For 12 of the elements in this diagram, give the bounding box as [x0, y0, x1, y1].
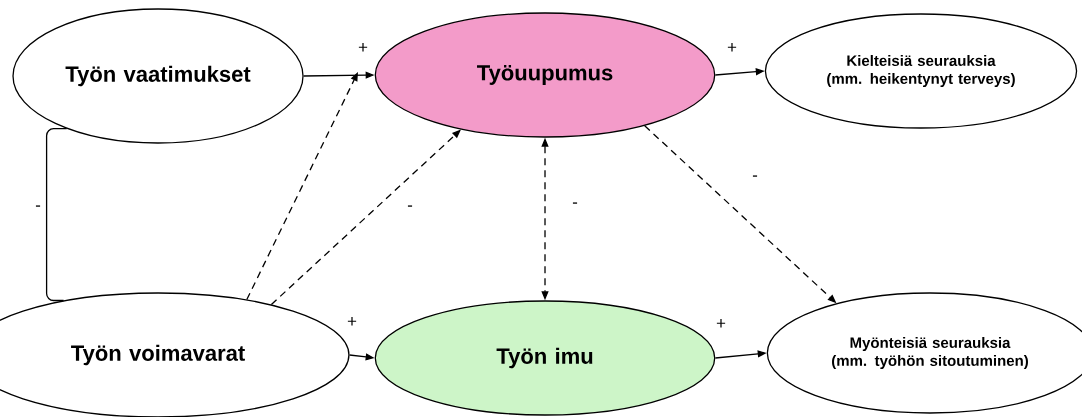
edge-label: -: [406, 204, 414, 212]
edge-label: +: [357, 42, 369, 54]
edge-label: -: [34, 204, 42, 212]
edge-label: +: [715, 318, 727, 330]
edge-label: +: [726, 42, 738, 54]
ellipse-node: Työuupumus: [374, 12, 716, 138]
ellipse-node: Työn imu: [374, 300, 716, 416]
ellipse-node: Työn vaatimukset: [12, 8, 304, 144]
arrow: [246, 72, 358, 301]
edge-label: -: [751, 174, 759, 182]
ellipse-node: Kielteisiä seurauksia (mm. heikentynyt terveys): [764, 13, 1078, 129]
edge-label: -: [571, 201, 579, 209]
